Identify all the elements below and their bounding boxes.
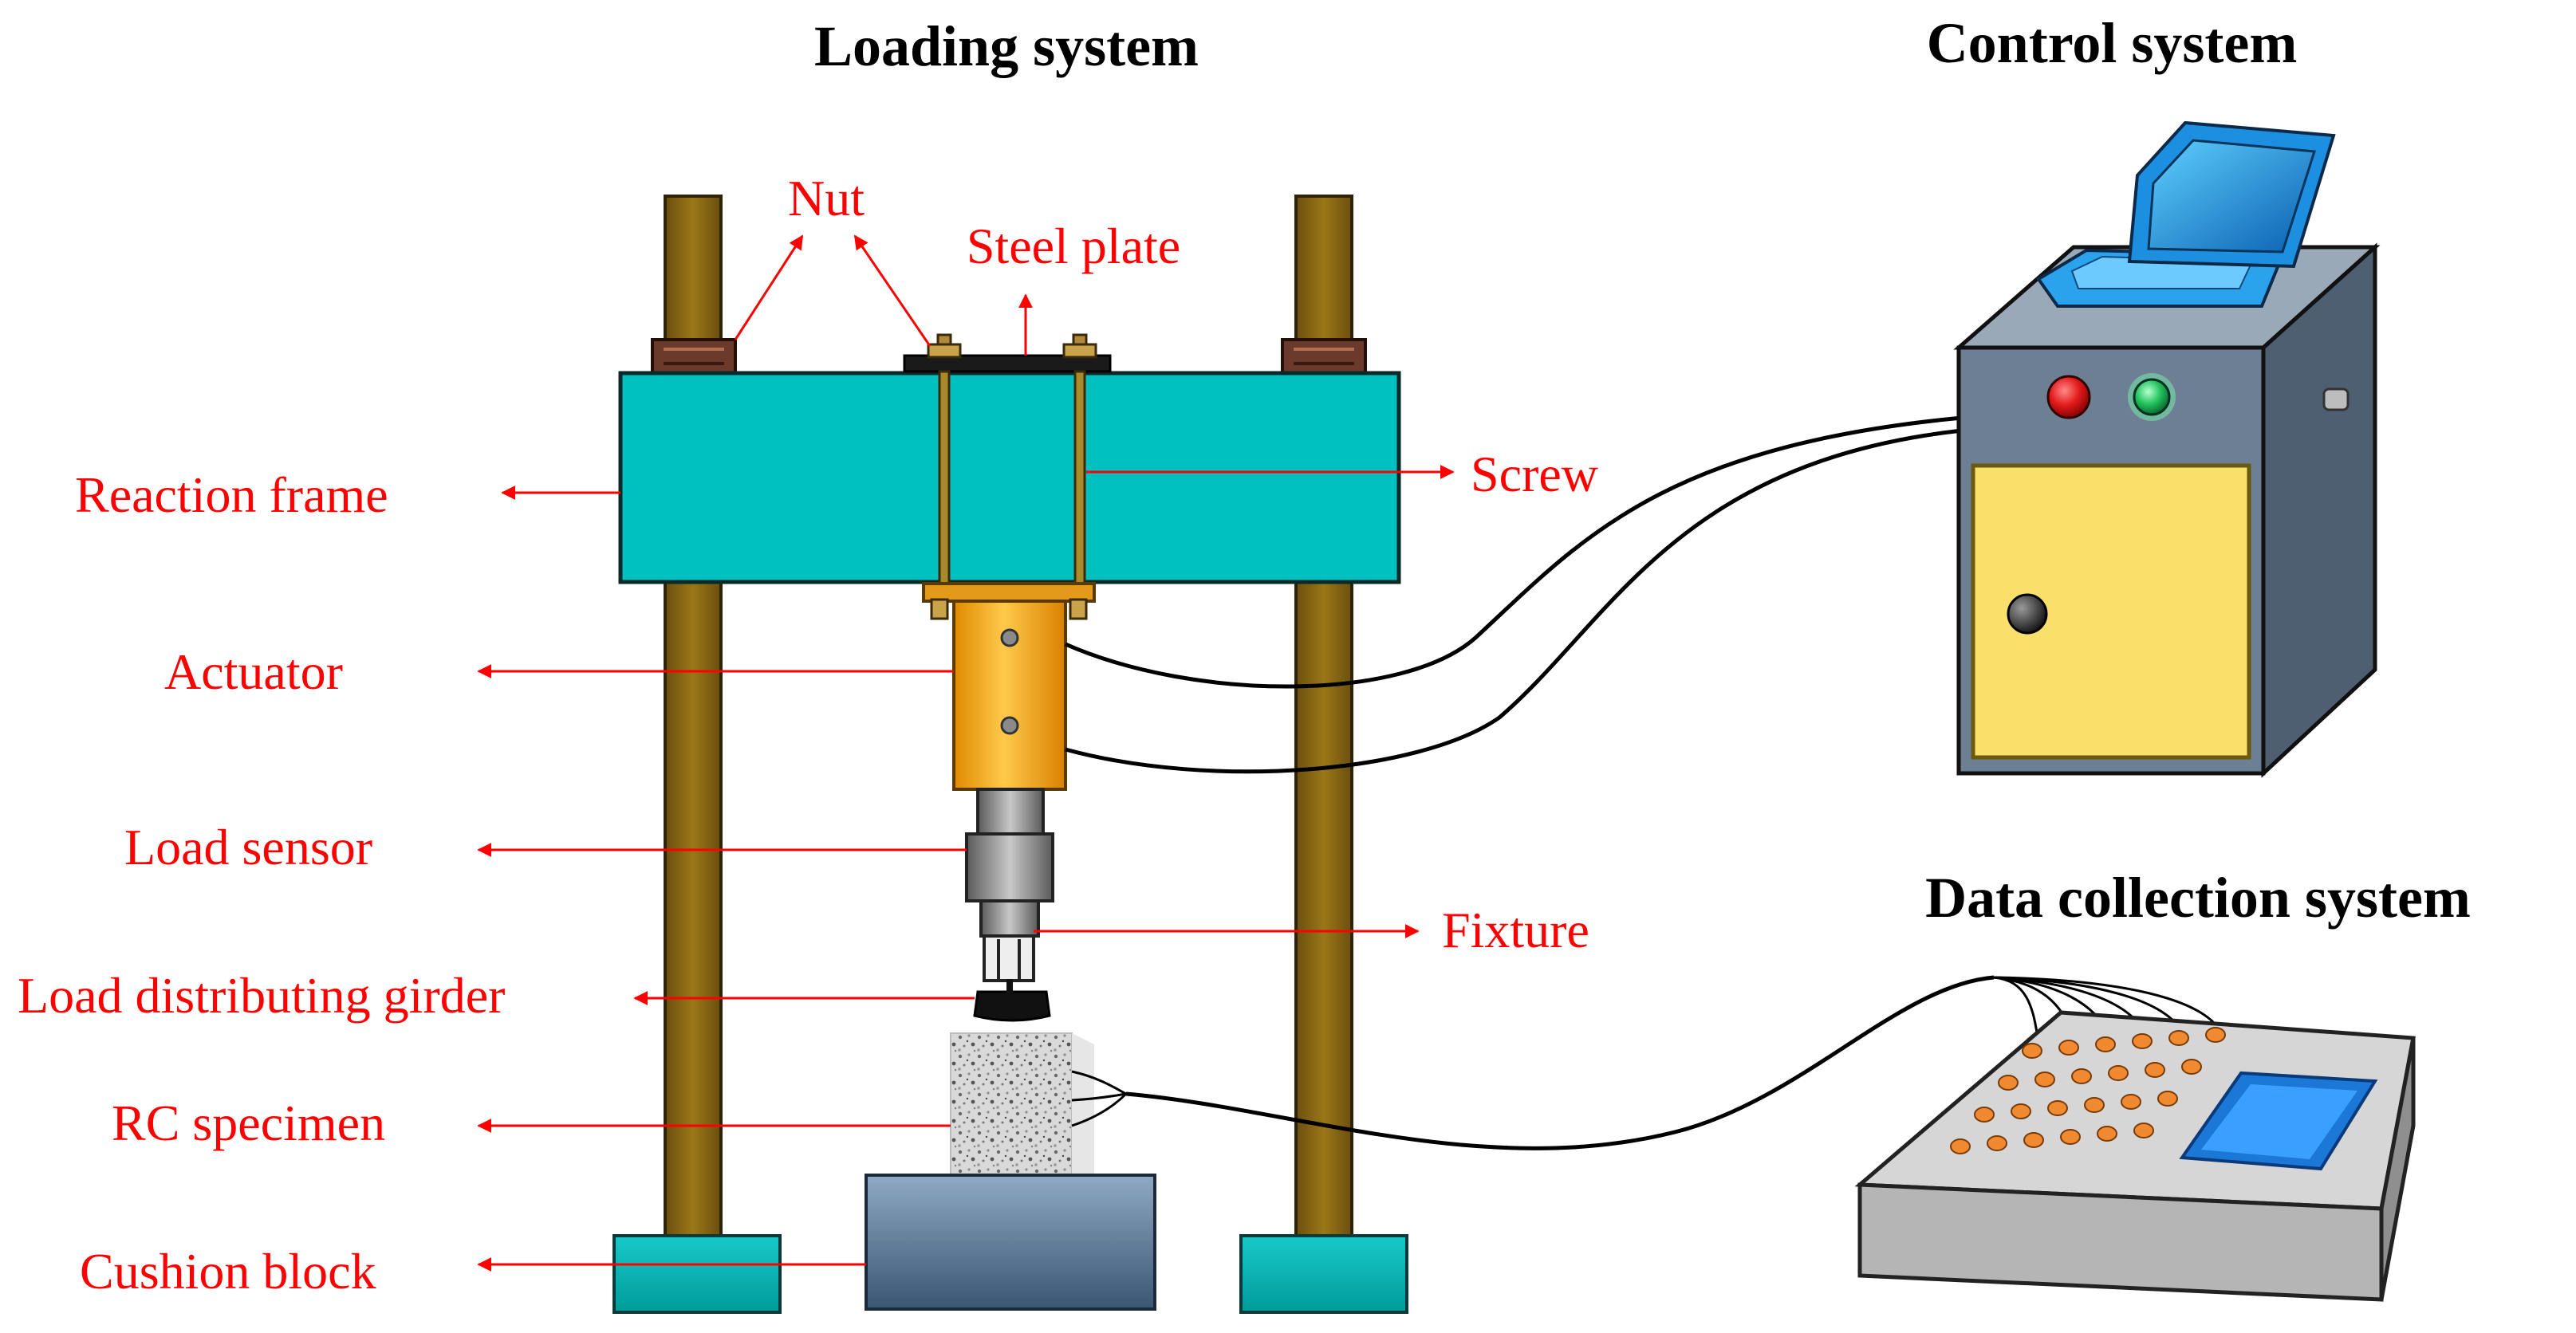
pin <box>2145 1062 2165 1078</box>
pin <box>2181 1059 2202 1075</box>
pin <box>2157 1091 2178 1107</box>
label-actuator: Actuator <box>164 643 343 700</box>
pin <box>1998 1075 2019 1091</box>
label-reaction-frame: Reaction frame <box>75 466 388 523</box>
right-base-foot <box>1239 1234 1408 1314</box>
label-rc-specimen: RC specimen <box>112 1095 385 1151</box>
plate-bolt-left <box>927 333 962 359</box>
pin <box>2133 1123 2154 1138</box>
pin <box>2108 1065 2129 1081</box>
annotation-layer: Nut Steel plate Reaction frame Screw Act… <box>18 170 1598 1300</box>
pin <box>2168 1030 2189 1046</box>
label-load-distributing-girder: Load distributing girder <box>18 967 505 1024</box>
pin <box>2022 1043 2042 1059</box>
cables <box>1064 304 2360 1150</box>
collector-display-inner <box>2201 1084 2357 1159</box>
label-fixture: Fixture <box>1442 902 1589 958</box>
label-nut: Nut <box>788 170 865 226</box>
red-power-button[interactable] <box>2046 375 2091 419</box>
right-nut <box>1281 338 1367 376</box>
door-knob[interactable] <box>2007 593 2048 635</box>
actuator-port-top <box>1000 628 1019 647</box>
green-status-light[interactable] <box>2133 378 2171 416</box>
fixture <box>983 934 1035 982</box>
pin <box>2058 1040 2079 1056</box>
collector-lead-6 <box>1993 976 2220 1029</box>
cable-specimen-3 <box>1071 1092 1128 1127</box>
cable-actuator-top <box>1064 415 1963 689</box>
label-cushion-block: Cushion block <box>80 1243 376 1300</box>
pin <box>2011 1103 2031 1119</box>
loading-system-title: Loading system <box>814 14 1199 78</box>
mount-nut-right <box>1069 598 1088 620</box>
pin <box>1950 1138 1971 1154</box>
label-screw: Screw <box>1471 446 1598 502</box>
arrow-nut-right <box>853 234 932 347</box>
sensor-neck <box>976 788 1045 836</box>
load-distributing-girder <box>973 990 1051 1022</box>
collector-side <box>2379 1037 2416 1300</box>
left-base-foot <box>612 1234 782 1314</box>
data-collection-system <box>1854 1010 2416 1302</box>
reaction-frame <box>618 371 1401 584</box>
cable-specimen-2 <box>1071 1092 1127 1102</box>
sensor-tail <box>979 899 1040 938</box>
rc-specimen-shadow <box>1072 1033 1094 1175</box>
cushion-block <box>865 1174 1156 1311</box>
pin <box>2095 1036 2116 1052</box>
plate-bolt-right <box>1062 333 1097 359</box>
loading-system <box>612 195 1408 1314</box>
rc-specimen <box>950 1032 1073 1176</box>
mount-nut-left <box>930 598 949 620</box>
pin <box>2023 1132 2044 1148</box>
girder-stem <box>1006 979 1013 993</box>
pin <box>2121 1094 2141 1110</box>
screw-right <box>1073 370 1086 587</box>
pin <box>2060 1129 2081 1145</box>
control-system <box>1953 120 2381 778</box>
actuator-mount-plate <box>922 582 1096 603</box>
control-system-title: Control system <box>1927 11 2298 75</box>
label-load-sensor: Load sensor <box>124 819 372 875</box>
collector-pins <box>1950 1027 2226 1154</box>
pin <box>2047 1100 2068 1116</box>
laptop-screen <box>2147 139 2316 254</box>
steel-plate <box>903 354 1112 373</box>
label-steel-plate: Steel plate <box>967 218 1180 274</box>
screw-left <box>938 370 951 587</box>
arrow-nut-left <box>734 234 804 340</box>
pin <box>2071 1068 2092 1084</box>
cable-actuator-bottom <box>1065 428 1963 774</box>
left-nut <box>651 338 737 376</box>
cable-specimen-main <box>1125 975 1995 1150</box>
pin <box>2034 1072 2055 1087</box>
pin <box>2205 1027 2226 1043</box>
cable-specimen-1 <box>1071 1070 1127 1095</box>
pin <box>1987 1135 2007 1151</box>
actuator-port-bottom <box>1000 716 1019 735</box>
data-collection-system-title: Data collection system <box>1925 866 2471 930</box>
load-sensor <box>965 832 1054 902</box>
pin <box>2132 1033 2153 1049</box>
pin <box>2097 1126 2117 1142</box>
pin <box>2084 1097 2105 1113</box>
pin <box>1974 1107 1995 1123</box>
cabinet-connector <box>2322 387 2350 411</box>
